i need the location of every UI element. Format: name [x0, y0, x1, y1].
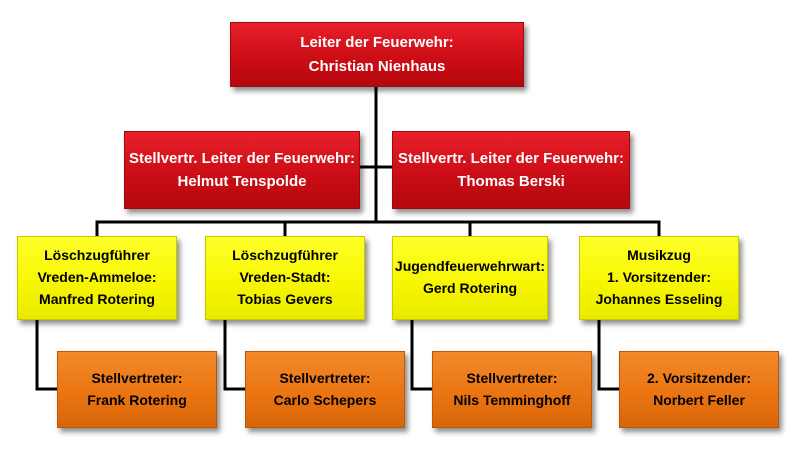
- unit-box-2: Löschzugführer Vreden-Stadt: Tobias Geve…: [205, 236, 365, 320]
- unit-line: 1. Vorsitzender:: [607, 269, 711, 286]
- unit-box-1: Löschzugführer Vreden-Ammeloe: Manfred R…: [17, 236, 177, 320]
- unit-line: Löschzugführer: [232, 247, 338, 264]
- unit-deputy-box-4: 2. Vorsitzender: Norbert Feller: [619, 351, 779, 428]
- unit-line: Musikzug: [627, 247, 691, 264]
- unit-deputy-name: Norbert Feller: [653, 391, 745, 408]
- connector-sub-1: [35, 318, 59, 391]
- deputy-chief-name: Helmut Tenspolde: [177, 173, 307, 190]
- unit-box-3: Jugendfeuerwehrwart: Gerd Rotering: [392, 236, 548, 320]
- unit-line: Jugendfeuerwehrwart:: [394, 258, 546, 275]
- connector-sub-2: [223, 318, 247, 391]
- unit-line: Löschzugführer: [44, 247, 150, 264]
- unit-deputy-box-1: Stellvertreter: Frank Rotering: [57, 351, 217, 428]
- chief-title: Leiter der Feuerwehr:: [300, 34, 454, 52]
- unit-line: Tobias Gevers: [237, 290, 333, 307]
- deputy-chief-title: Stellvertr. Leiter der Feuerwehr:: [129, 149, 355, 167]
- unit-line: Manfred Rotering: [39, 290, 155, 307]
- connector-sub-4: [597, 318, 621, 391]
- deputy-chief-name: Thomas Berski: [457, 173, 565, 190]
- unit-deputy-role: 2. Vorsitzender:: [647, 369, 751, 386]
- unit-line: Johannes Esseling: [595, 290, 723, 307]
- unit-deputy-role: Stellvertreter:: [279, 369, 371, 386]
- unit-deputy-name: Nils Temminghoff: [453, 391, 571, 408]
- unit-deputy-box-3: Stellvertreter: Nils Temminghoff: [432, 351, 592, 428]
- unit-deputy-name: Frank Rotering: [87, 391, 187, 408]
- unit-deputy-box-2: Stellvertreter: Carlo Schepers: [245, 351, 405, 428]
- unit-line: Gerd Rotering: [422, 280, 518, 296]
- unit-deputy-role: Stellvertreter:: [466, 369, 558, 386]
- deputy-chief-title: Stellvertr. Leiter der Feuerwehr:: [398, 149, 624, 167]
- unit-line: Vreden-Ammeloe:: [37, 269, 157, 286]
- unit-deputy-role: Stellvertreter:: [91, 369, 183, 386]
- unit-line: Vreden-Stadt:: [239, 269, 331, 286]
- chief-name: Christian Nienhaus: [308, 57, 446, 75]
- connector-sub-3: [410, 318, 434, 391]
- unit-box-4: Musikzug 1. Vorsitzender: Johannes Essel…: [579, 236, 739, 320]
- unit-deputy-name: Carlo Schepers: [273, 391, 377, 408]
- deputy-chief-box-1: Stellvertr. Leiter der Feuerwehr: Helmut…: [124, 131, 360, 209]
- chief-box: Leiter der Feuerwehr: Christian Nienhaus: [230, 22, 524, 87]
- deputy-chief-box-2: Stellvertr. Leiter der Feuerwehr: Thomas…: [392, 131, 630, 209]
